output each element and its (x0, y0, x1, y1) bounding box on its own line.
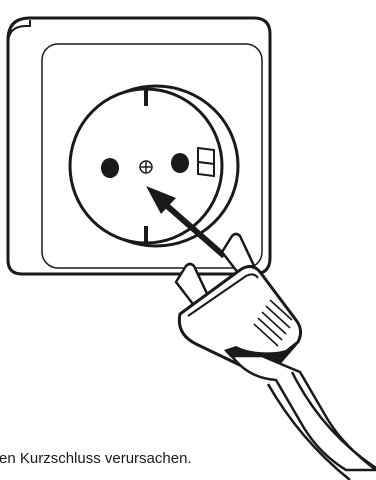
caption-text: en Kurzschluss verursachen. (0, 449, 376, 469)
center-screw-icon (140, 161, 152, 173)
side-clip (198, 148, 214, 176)
socket-hole-right (171, 153, 189, 173)
socket-hole-left (101, 158, 119, 178)
